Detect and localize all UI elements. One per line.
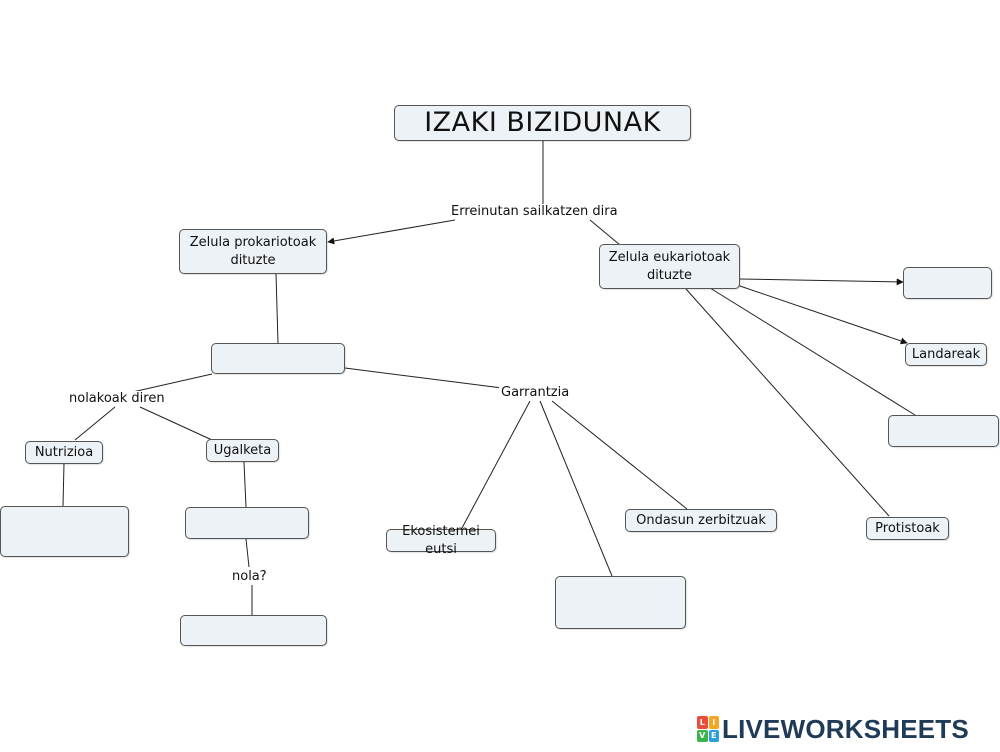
live-badge-icon: L I V E [697,716,719,742]
blank-answer-box-1[interactable] [211,343,345,374]
line-importance-to-ecosystems [461,400,531,529]
edge-label-classify: Erreinutan sailkatzen dira [449,204,620,219]
edge-label-importance: Garrantzia [499,385,572,400]
node-nutrition: Nutrizioa [25,441,103,464]
badge-letter: L [697,716,708,729]
node-plants: Landareak [905,343,987,366]
line-nutrition-to-blank [62,462,65,507]
badge-letter: I [708,716,719,729]
line-importance-to-blank [539,400,613,577]
line-prokaryotic-to-blank [275,273,279,344]
node-reproduction: Ugalketa [206,439,279,462]
arrow-eukaryotic-to-plants [736,284,908,345]
blank-answer-box-7[interactable] [888,415,999,447]
blank-answer-box-5[interactable] [555,576,686,629]
line-eukaryotic-to-blank2 [709,287,916,416]
line-eukaryotic-to-protists [685,288,890,517]
line-classify-to-eukaryotic [589,219,621,246]
edge-label-how: nola? [230,569,269,584]
brand-name: LIVEWORKSHEETS [722,713,969,744]
arrow-eukaryotic-to-blank1 [739,278,904,286]
blank-answer-box-2[interactable] [0,506,129,557]
badge-letter: V [697,729,708,742]
line-blank-to-howtheyare [127,373,213,394]
edge-label-how-they-are: nolakoak diren [67,391,167,406]
line-reproduction-to-blank [243,461,247,508]
node-prokaryotic: Zelula prokariotoak dituzte [179,229,327,274]
node-ecosystems: Ekosistemei eutsi [386,524,496,557]
blank-answer-box-6[interactable] [903,267,992,299]
line-importance-to-goods [551,400,688,510]
badge-letter: E [708,729,719,742]
node-goods-services: Ondasun zerbitzuak [625,509,777,532]
line-blank-to-importance [344,367,503,389]
blank-answer-box-4[interactable] [180,615,327,646]
arrow-to-prokaryotic [327,219,456,245]
line-howtheyare-to-nutrition [74,406,116,441]
node-eukaryotic: Zelula eukariotoak dituzte [599,244,740,289]
blank-answer-box-3[interactable] [185,507,309,539]
line-howtheyare-to-reproduction [139,406,213,441]
title-node: IZAKI BIZIDUNAK [394,105,691,141]
line-blank-to-how [245,538,250,568]
liveworksheets-logo: L I V E LIVEWORKSHEETS [697,714,969,744]
node-protists: Protistoak [866,517,949,540]
